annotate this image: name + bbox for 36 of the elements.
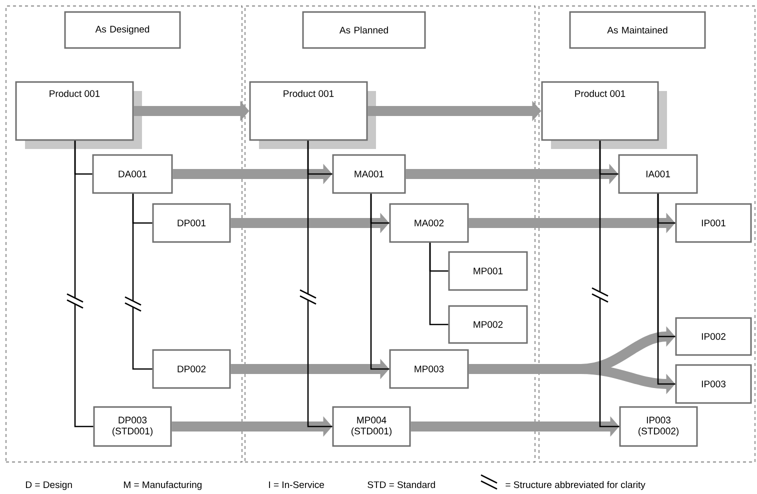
tree-line [74, 140, 94, 428]
legend-text: = Structure abbreviated for clarity [506, 481, 646, 490]
part-box: IA001 [618, 154, 698, 194]
product-box: Product 001 [15, 81, 142, 149]
part-box: DP003 (STD001) [93, 406, 172, 447]
tree-line [657, 194, 676, 385]
column-frame [538, 6, 756, 462]
part-box: MP004 (STD001) [332, 406, 411, 447]
part-box: MP003 [389, 349, 469, 389]
column-header: As Planned [302, 11, 426, 49]
column-frame [6, 6, 242, 462]
part-box: DP002 [152, 349, 231, 389]
part-box: MP002 [448, 305, 528, 344]
tree-line [599, 140, 620, 428]
part-box: IP002 [675, 317, 752, 356]
legend-text: STD = Standard [368, 481, 435, 488]
legend-text: D = Design [26, 481, 72, 490]
part-box: IP001 [675, 203, 752, 243]
column-frame [244, 6, 536, 462]
legend-text: I = In-Service [269, 481, 324, 488]
tree-line [132, 194, 152, 370]
part-box: DP001 [152, 203, 231, 243]
tree-line [370, 194, 390, 370]
legend-text: M = Manufacturing [124, 481, 202, 490]
part-box: IP003 (STD002) [619, 406, 698, 447]
product-box: Product 001 [541, 81, 667, 149]
column-header: As Maintained [569, 11, 706, 49]
product-box: Product 001 [249, 81, 376, 149]
column-header: As Designed [64, 11, 181, 49]
tree-line [307, 140, 332, 428]
part-box: MP001 [448, 251, 528, 291]
part-box: IP003 [675, 364, 752, 404]
part-box: DA001 [92, 154, 173, 194]
part-box: MA002 [389, 203, 469, 243]
tree-line [429, 242, 448, 326]
part-box: MA001 [332, 154, 406, 194]
